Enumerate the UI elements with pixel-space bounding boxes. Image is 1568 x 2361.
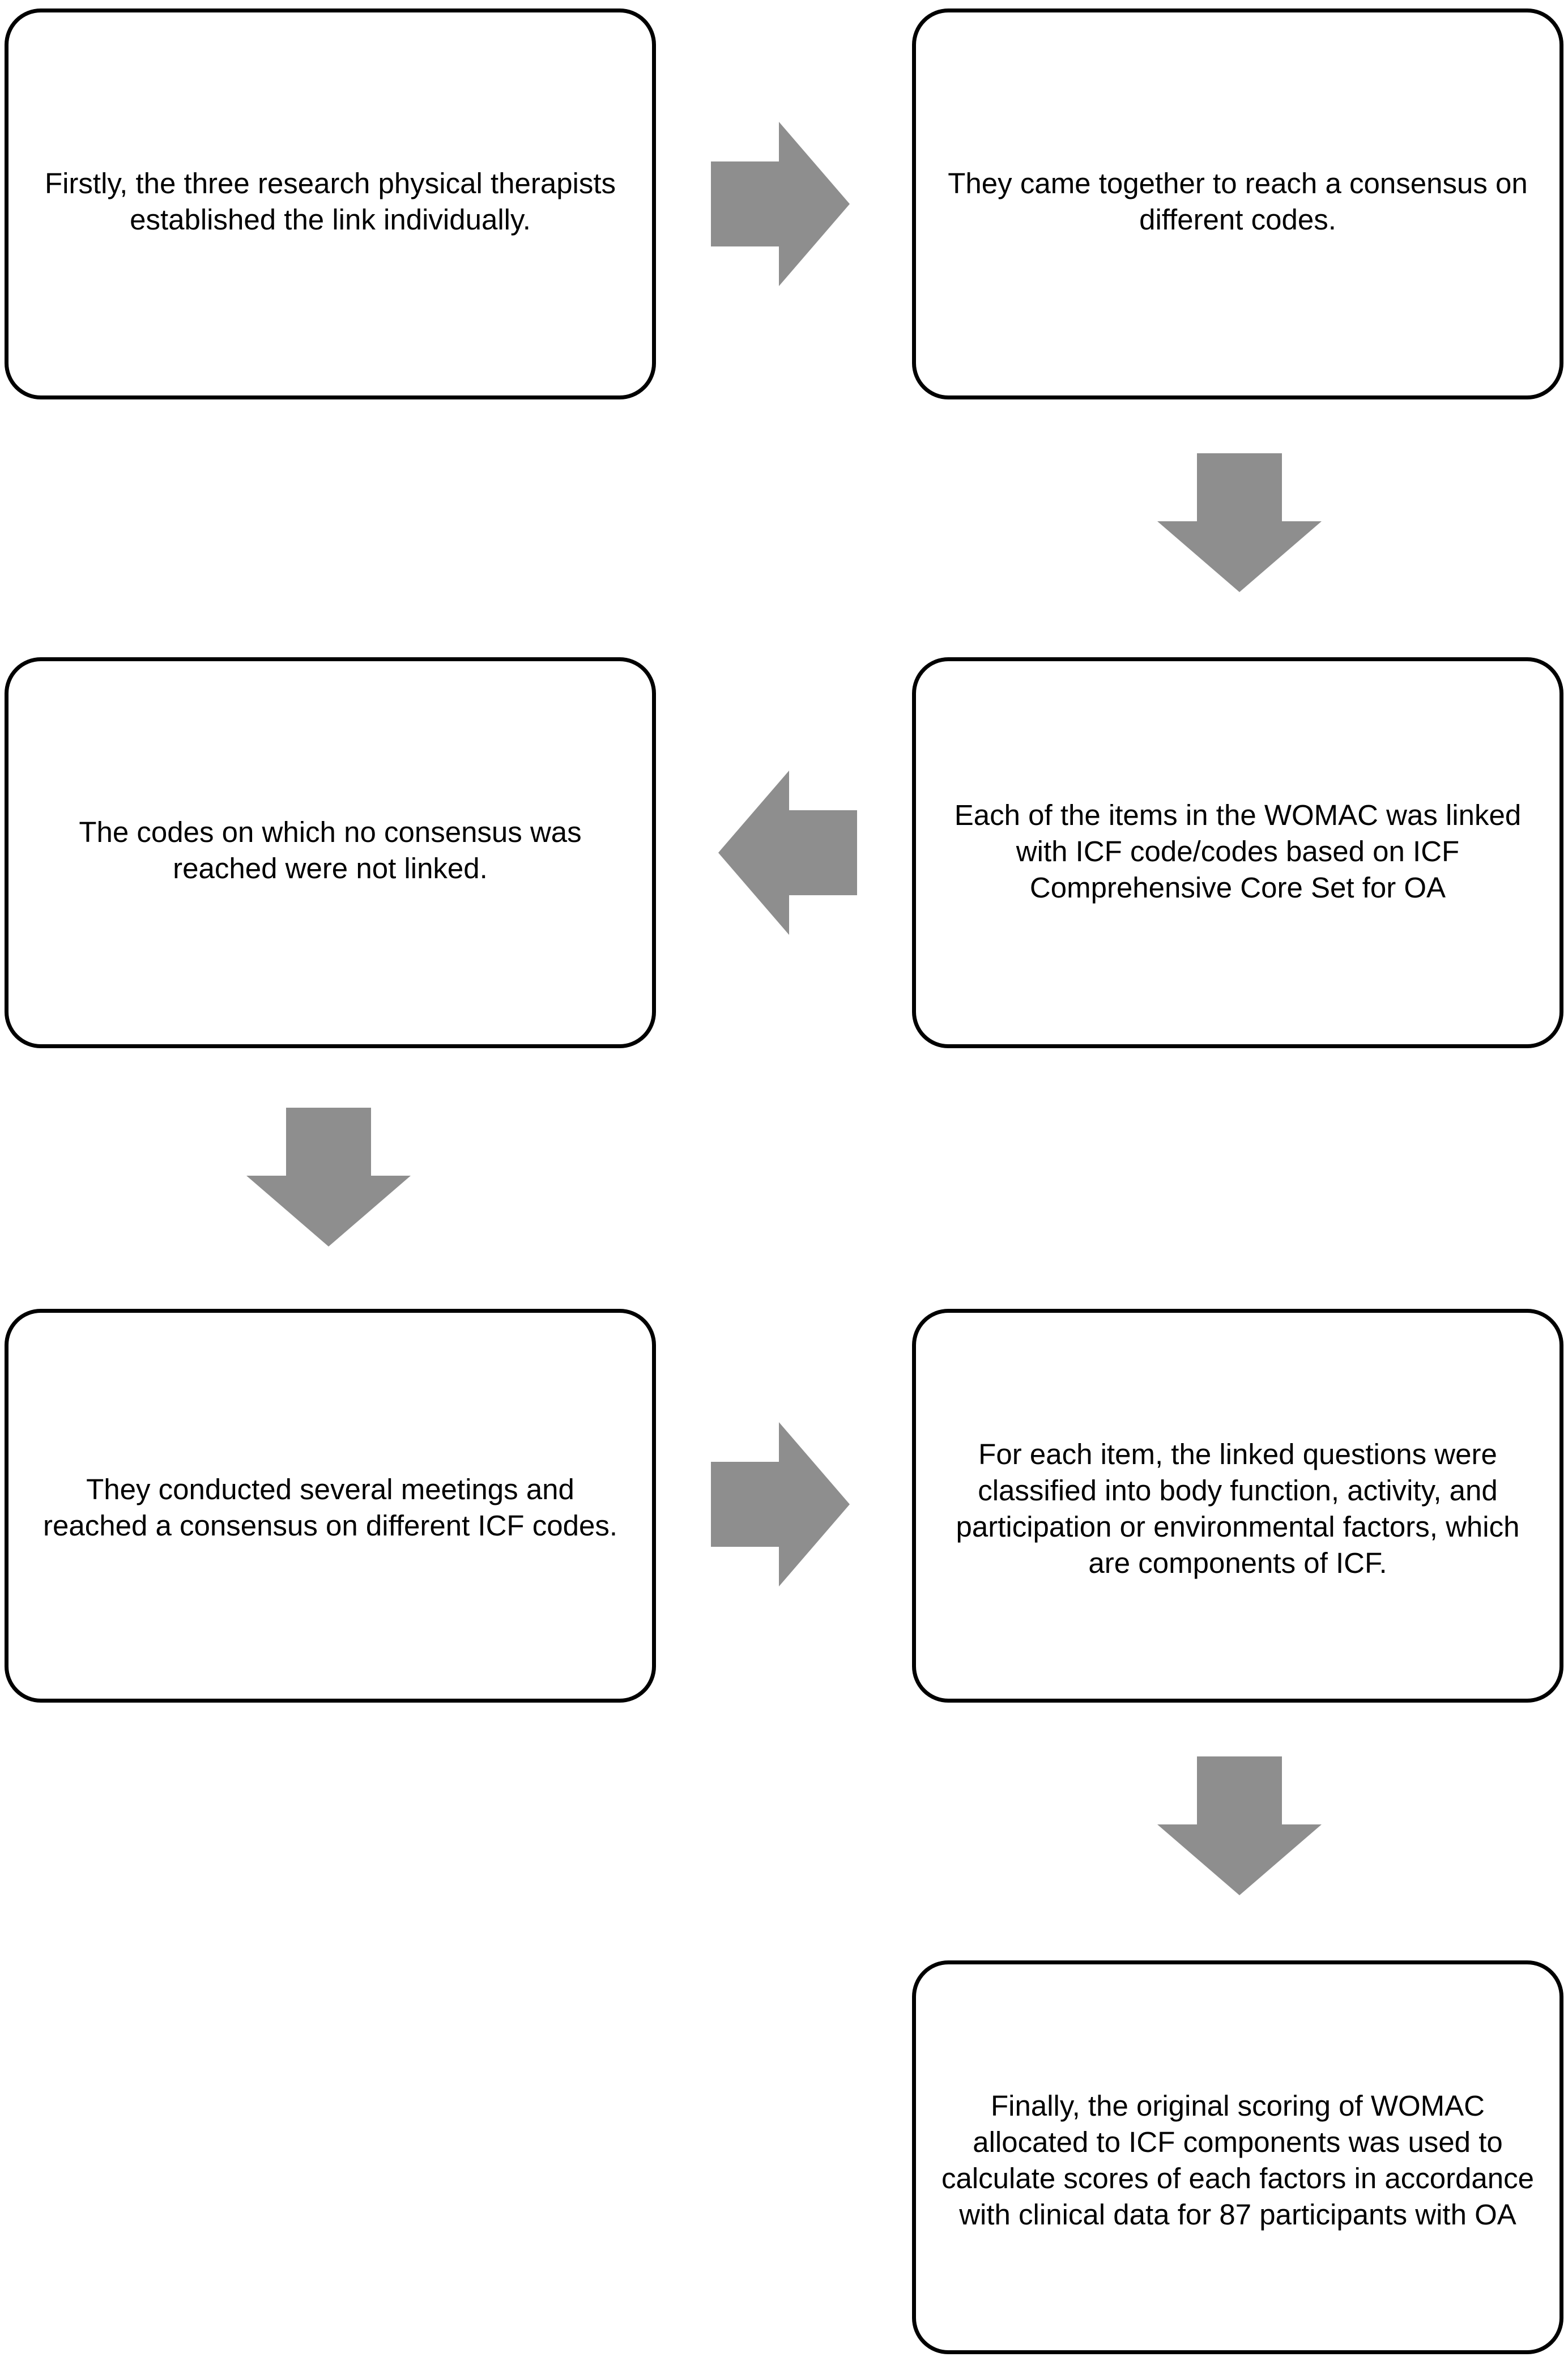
step-7-line-4: with clinical data for 87 participants w… [959,2198,1516,2231]
step-2-line-2: different codes. [1139,203,1336,236]
arrow-right-1 [711,122,850,286]
step-1-text: Firstly, the three research physical the… [23,165,637,238]
step-5-line-2: reached a consensus on different ICF cod… [43,1509,617,1542]
step-3-line-1: The codes on which no consensus was [79,816,582,848]
step-4-line-3: Comprehensive Core Set for OA [1029,871,1446,904]
step-5-text: They conducted several meetings and reac… [23,1471,637,1544]
step-6-line-4: are components of ICF. [1088,1547,1387,1579]
step-6-text: For each item, the linked questions were… [931,1436,1545,1581]
step-3-text: The codes on which no consensus was reac… [23,814,637,887]
arrow-down-2 [246,1108,411,1247]
step-7-box: Finally, the original scoring of WOMAC a… [912,1960,1563,2354]
step-1-line-2: established the link individually. [130,203,531,236]
step-6-line-2: classified into body function, activity,… [978,1474,1498,1507]
step-2-text: They came together to reach a consensus … [931,165,1545,238]
step-4-box: Each of the items in the WOMAC was linke… [912,657,1563,1048]
step-6-line-1: For each item, the linked questions were [978,1438,1497,1470]
step-4-text: Each of the items in the WOMAC was linke… [931,797,1545,906]
step-2-box: They came together to reach a consensus … [912,8,1563,399]
step-4-line-1: Each of the items in the WOMAC was linke… [954,799,1522,831]
arrow-right-2 [711,1422,850,1586]
step-4-line-2: with ICF code/codes based on ICF [1016,835,1460,867]
step-7-line-2: allocated to ICF components was used to [973,2126,1503,2158]
step-5-line-1: They conducted several meetings and [86,1473,574,1505]
arrow-down-1 [1157,453,1322,592]
step-7-text: Finally, the original scoring of WOMAC a… [931,2088,1545,2233]
step-6-box: For each item, the linked questions were… [912,1309,1563,1703]
step-3-line-2: reached were not linked. [173,852,488,884]
step-3-box: The codes on which no consensus was reac… [5,657,656,1048]
step-7-line-1: Finally, the original scoring of WOMAC [990,2090,1485,2122]
step-7-line-3: calculate scores of each factors in acco… [941,2162,1535,2194]
step-1-box: Firstly, the three research physical the… [5,8,656,399]
step-1-line-1: Firstly, the three research physical the… [44,167,616,199]
step-2-line-1: They came together to reach a consensus … [948,167,1528,199]
step-6-line-3: participation or environmental factors, … [956,1511,1520,1543]
step-5-box: They conducted several meetings and reac… [5,1309,656,1703]
arrow-down-3 [1157,1756,1322,1895]
arrow-left-1 [718,771,857,935]
